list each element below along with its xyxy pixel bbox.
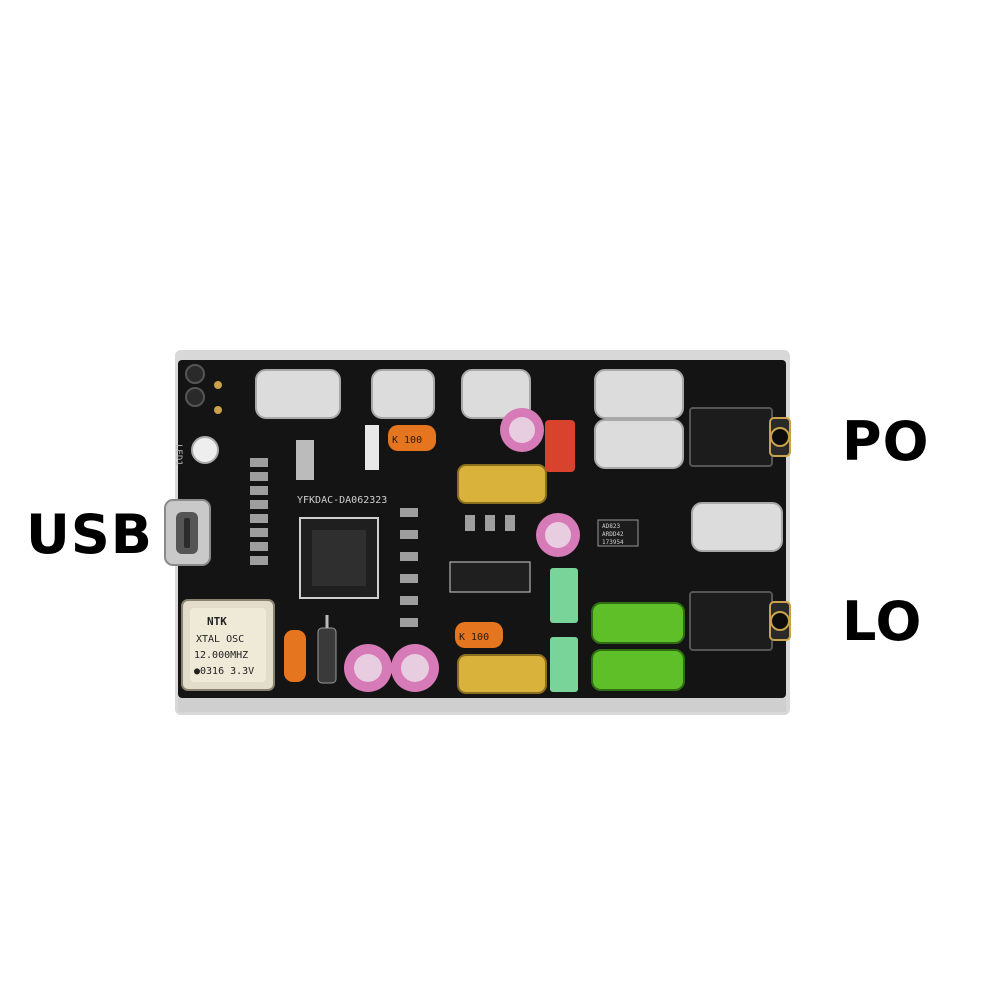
pcb-bottom-edge <box>178 698 786 712</box>
gold-capacitors <box>457 464 547 694</box>
osc-line-1: XTAL OSC <box>196 634 244 645</box>
lo-callout-label: LO <box>842 590 923 653</box>
amp-chip-line-1: AD823 <box>602 523 620 530</box>
board-model-silkscreen: YFKDAC-DA062323 <box>297 495 387 506</box>
smd-components <box>250 425 515 627</box>
mint-components <box>550 568 578 692</box>
axial-component <box>317 615 337 684</box>
amp-chip-line-2: ARDD42 <box>602 531 624 538</box>
green-capacitors <box>591 602 685 691</box>
silver-capacitors <box>255 369 783 552</box>
opamp-chip: AD823 ARDD42 173954 <box>449 519 639 593</box>
usb-c-port <box>164 499 211 566</box>
pin-header <box>185 364 222 414</box>
orange-capacitors: K 100 K 100 <box>284 425 503 682</box>
headphone-jack-po <box>689 407 791 467</box>
osc-line-3: ●0316 3.3V <box>194 666 254 677</box>
led-indicator <box>191 436 219 464</box>
osc-brand: NTK <box>207 615 227 628</box>
crystal-oscillator: NTK XTAL OSC 12.000MHZ ●0316 3.3V <box>181 599 275 691</box>
cap-marking: K 100 <box>459 632 489 643</box>
led-silkscreen: LED1 <box>173 444 183 466</box>
po-callout-label: PO <box>842 410 930 473</box>
osc-line-2: 12.000MHZ <box>194 650 248 661</box>
red-component <box>545 420 575 472</box>
pink-capacitors <box>344 408 580 692</box>
dac-chip <box>299 517 379 599</box>
usb-callout-label: USB <box>26 503 153 566</box>
amp-chip-line-3: 173954 <box>602 539 624 546</box>
cap-marking: K 100 <box>392 435 422 446</box>
headphone-jack-lo <box>689 591 791 651</box>
